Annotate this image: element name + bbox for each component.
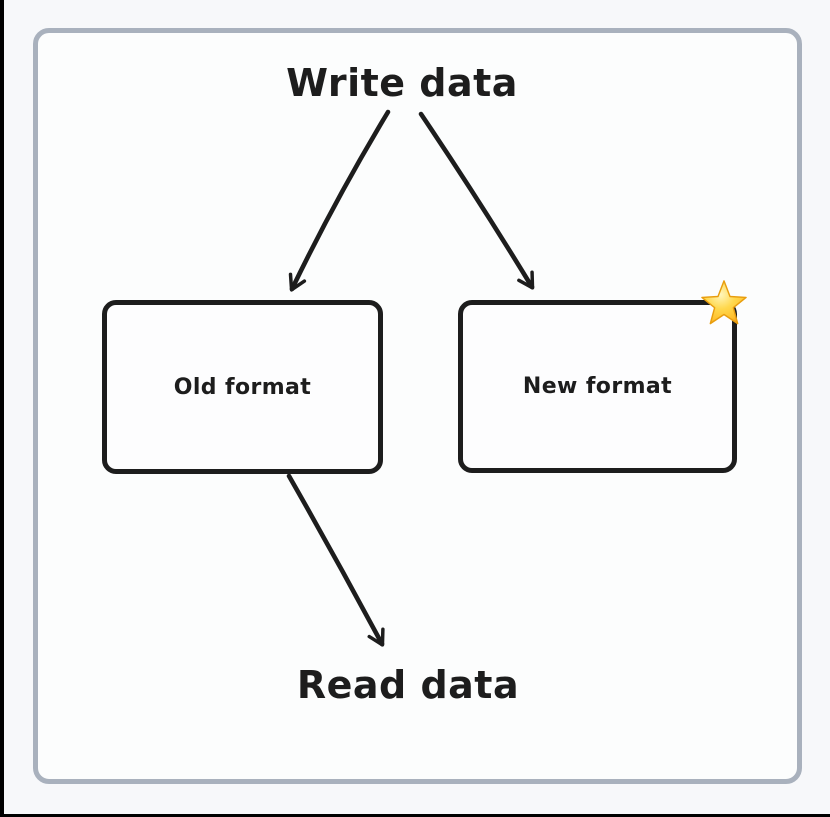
diagram-page: Write data Old format New format Read da… xyxy=(4,0,830,814)
old-format-box: Old format xyxy=(102,300,383,474)
new-format-label: New format xyxy=(522,374,673,399)
read-data-label: Read data xyxy=(296,663,520,707)
old-format-label: Old format xyxy=(173,374,312,400)
new-format-box: New format xyxy=(458,300,737,473)
write-data-label: Write data xyxy=(286,61,518,105)
star-icon xyxy=(701,280,747,325)
